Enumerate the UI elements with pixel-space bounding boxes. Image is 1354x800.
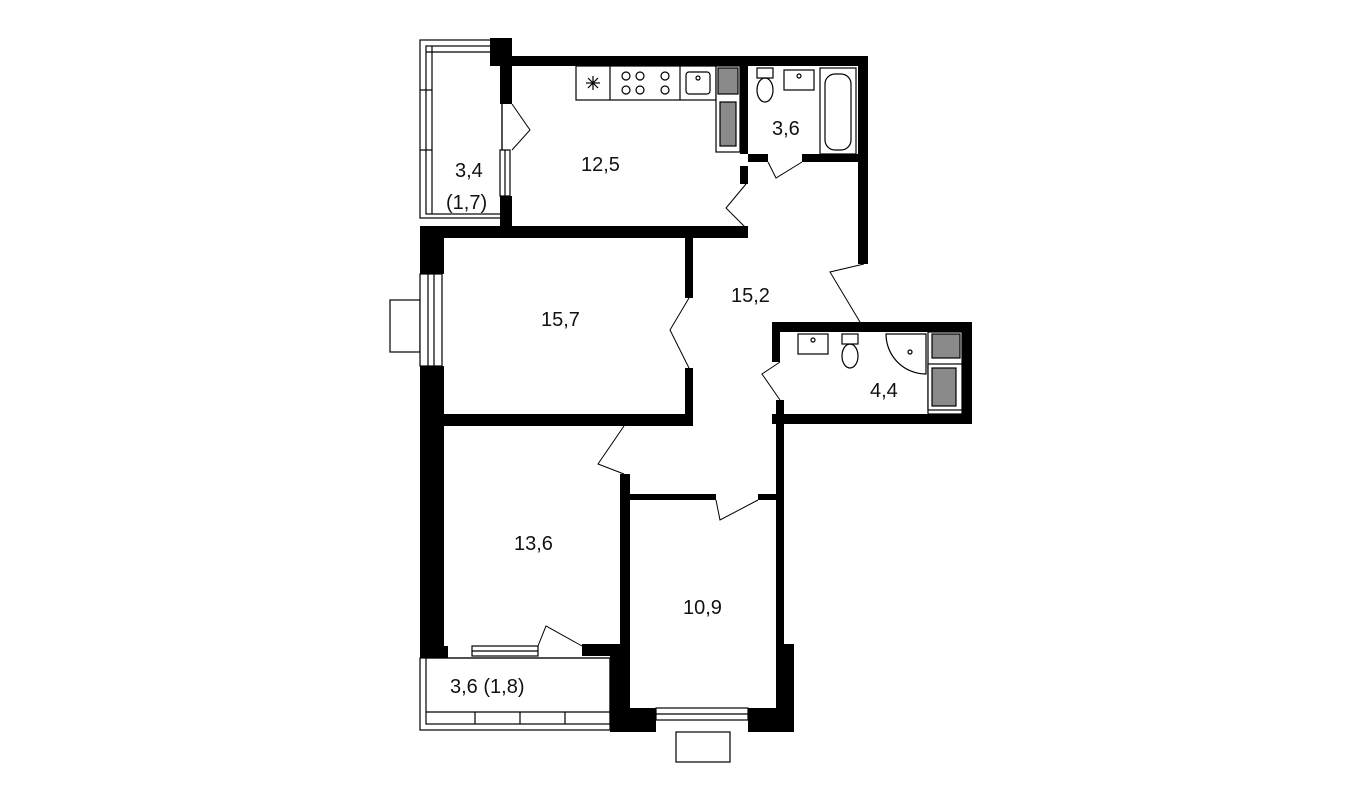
shower-icon [885,333,927,375]
bay-window-left [389,299,421,353]
doors[interactable] [511,103,865,647]
windows [419,149,749,721]
walls [420,38,972,732]
room-label-balcony-top-area: 3,4 [455,160,483,182]
sink-icon [797,333,829,355]
washing-machine-icon [927,331,963,415]
room-label-balcony-top-coef: (1,7) [446,192,487,214]
sink-icon [685,71,711,95]
balcony-top[interactable] [419,39,503,219]
room-label-hall: 15,2 [731,285,770,307]
sink-icon [783,69,815,91]
room-label-kitchen: 12,5 [581,154,620,176]
snowflake-icon [586,76,600,90]
room-label-living: 15,7 [541,309,580,331]
washing-machine-icon [715,65,741,153]
room-label-bedroom-left: 13,6 [514,533,553,555]
room-label-bathroom-small: 4,4 [870,380,898,402]
room-label-bathroom-top: 3,6 [772,118,800,140]
toilet-icon [756,67,774,103]
bay-window-bottom [675,731,731,763]
room-label-bedroom-right: 10,9 [683,597,722,619]
room-label-balcony-bottom: 3,6 (1,8) [450,676,524,698]
toilet-icon [841,333,859,369]
bathtub-icon [819,67,857,155]
stove-icon [621,71,670,95]
